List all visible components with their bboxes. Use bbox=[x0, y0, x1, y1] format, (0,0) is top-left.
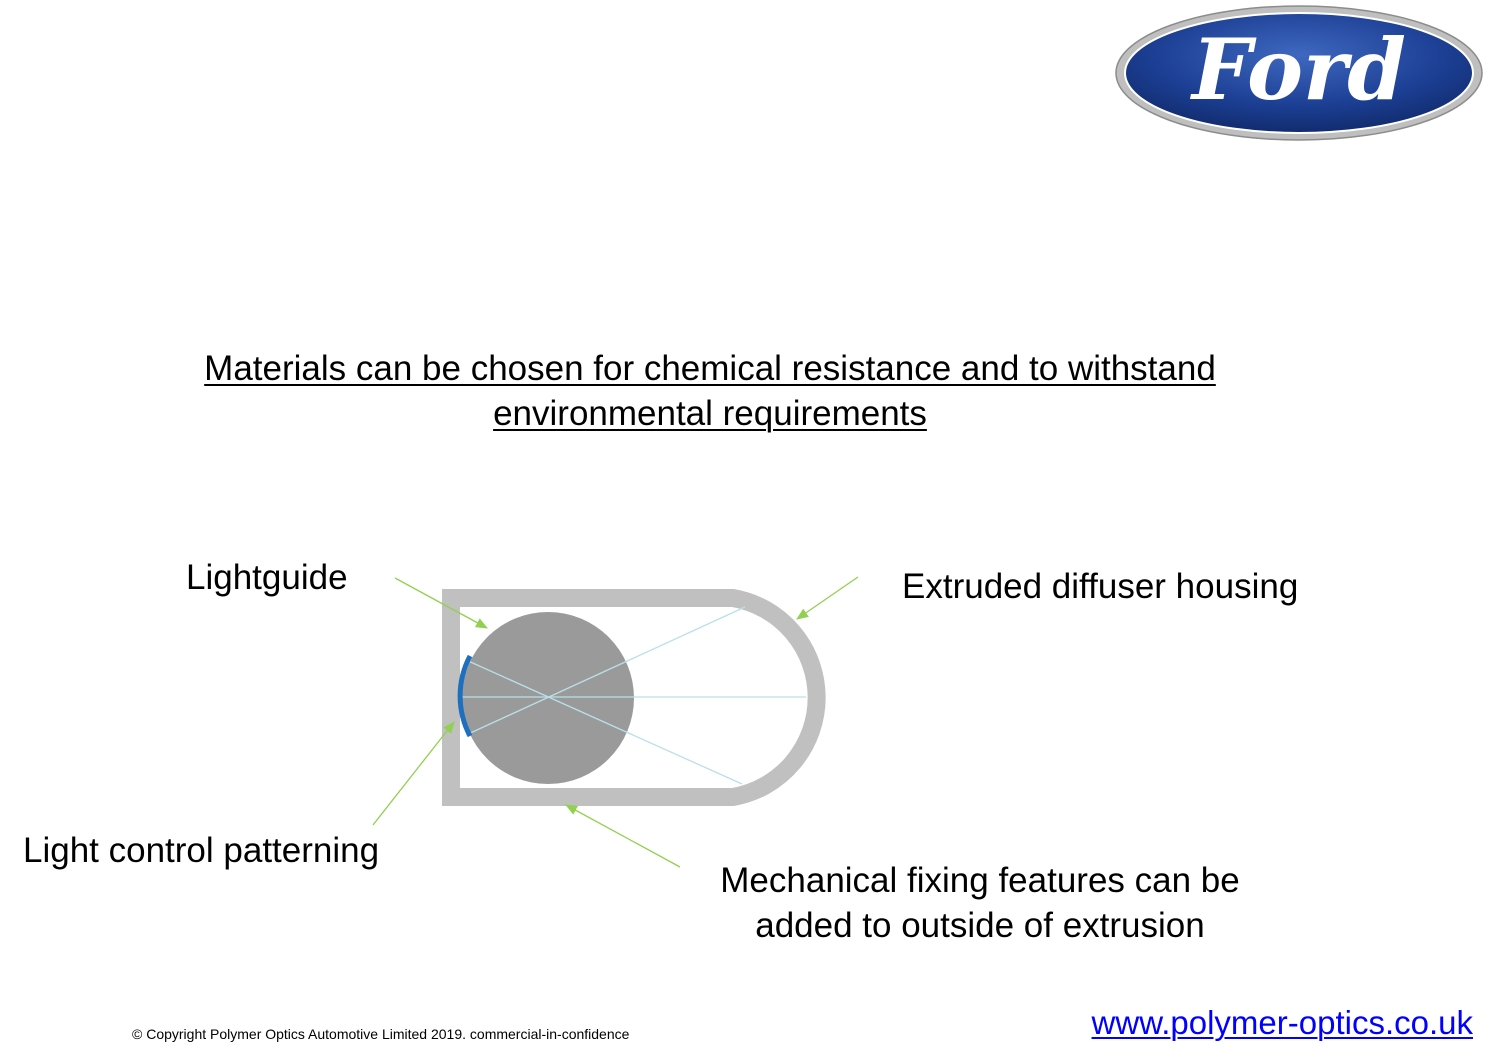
arrow-patterning bbox=[372, 721, 455, 826]
label-light-control-patterning: Light control patterning bbox=[23, 831, 380, 870]
diffuser-housing bbox=[442, 589, 826, 806]
arrow-housing bbox=[796, 576, 859, 620]
label-mechanical-line-1: Mechanical fixing features can be bbox=[720, 861, 1240, 900]
ray-lower bbox=[465, 659, 743, 785]
label-mechanical-fixing: Mechanical fixing features can be added … bbox=[680, 858, 1280, 948]
label-lightguide: Lightguide bbox=[186, 558, 348, 597]
logo-wordmark: Ford bbox=[1190, 20, 1406, 119]
light-rays bbox=[462, 606, 806, 785]
arrow-lightguide bbox=[394, 577, 488, 629]
light-control-patterning bbox=[457, 654, 473, 738]
arrow-mechanical bbox=[565, 804, 681, 868]
website-link[interactable]: www.polymer-optics.co.uk bbox=[1091, 1004, 1473, 1041]
heading-line-2: environmental requirements bbox=[493, 394, 927, 433]
ford-logo: Ford bbox=[1115, 5, 1483, 141]
copyright-notice: © Copyright Polymer Optics Automotive Li… bbox=[132, 1026, 630, 1042]
heading: Materials can be chosen for chemical res… bbox=[100, 346, 1320, 436]
logo-oval bbox=[1124, 12, 1474, 134]
heading-line-1: Materials can be chosen for chemical res… bbox=[204, 349, 1216, 388]
label-diffuser-housing: Extruded diffuser housing bbox=[902, 567, 1299, 606]
label-mechanical-line-2: added to outside of extrusion bbox=[755, 906, 1205, 945]
pointer-arrows bbox=[372, 576, 859, 868]
ray-upper bbox=[465, 606, 746, 736]
